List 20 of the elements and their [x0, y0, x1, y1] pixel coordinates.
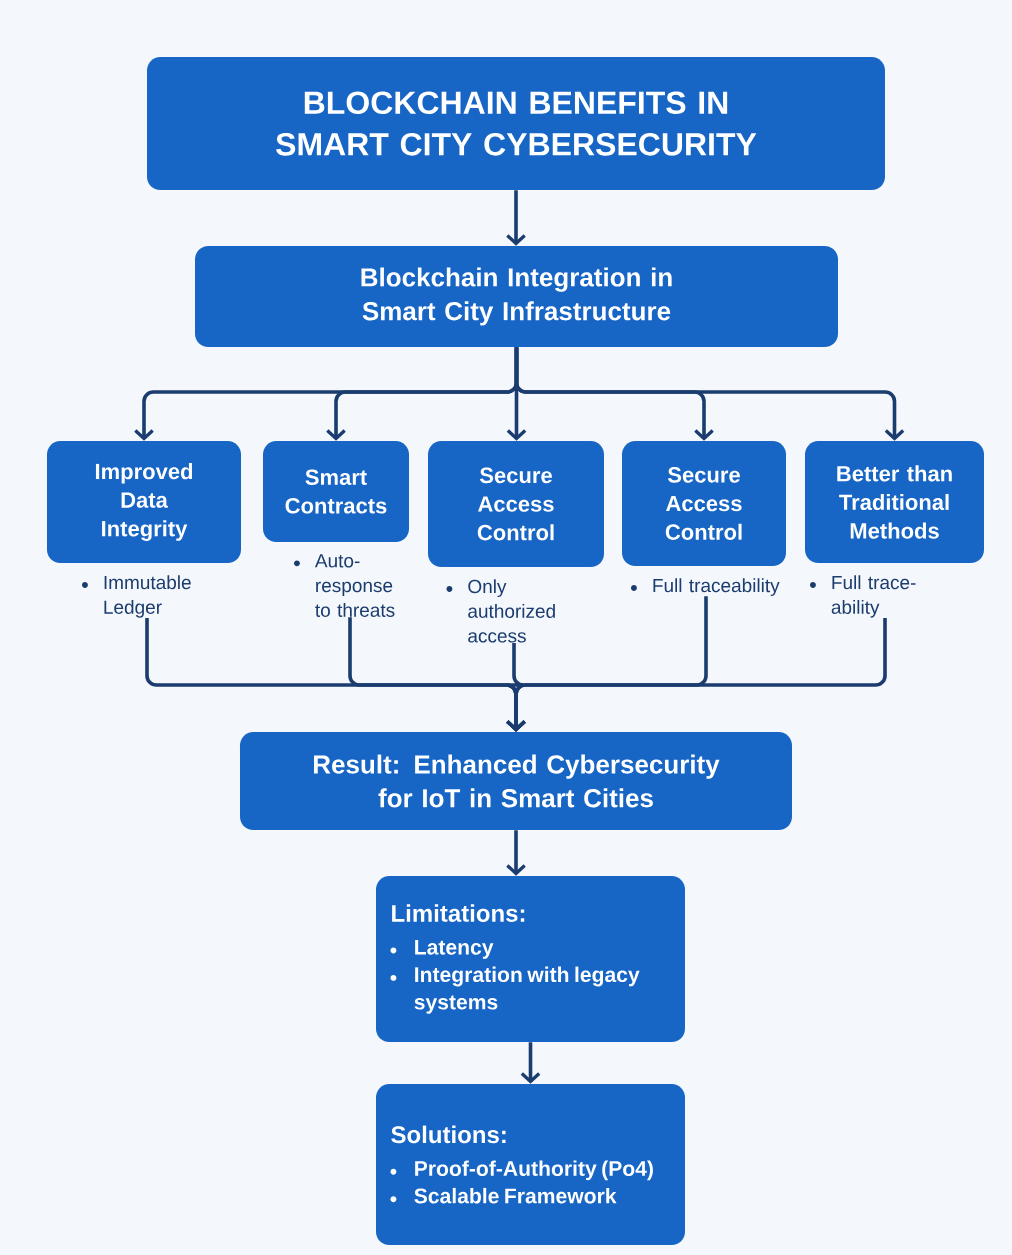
- arrow: [506, 190, 526, 246]
- process-box: Secure Access Control: [622, 441, 786, 566]
- arrow: [514, 347, 905, 441]
- bullet-note: Immutable Ledger: [82, 575, 191, 618]
- process-box: Better than Traditional Methods: [805, 441, 984, 563]
- bullet-note: Only authorized access: [446, 579, 555, 643]
- process-box: Improved Data Integrity: [47, 441, 241, 563]
- bullet-note: Auto-response to threats: [294, 554, 395, 617]
- arrow: [520, 1042, 541, 1084]
- process-box: Blockchain Integration in Smart City Infrastructure: [195, 246, 838, 347]
- process-box: Smart Contracts: [263, 441, 409, 542]
- result-box: Result: Enhanced Cybersecurity for IoT in Smart Cities: [240, 732, 792, 830]
- process-box: Secure Access Control: [428, 441, 604, 567]
- list-box: Limitations: Latency Integration with legacy systems: [376, 876, 685, 1042]
- bullet-note: Full trace-ability: [810, 575, 916, 618]
- title-box: BLOCKCHAIN BENEFITS IN SMART CITY CYBERSECURITY: [147, 57, 885, 190]
- bullet-note: Full traceability: [631, 578, 780, 596]
- list-box: Solutions: Proof-of-Authority (Po4) Scalable Framework: [376, 1084, 685, 1245]
- arrow: [506, 617, 887, 732]
- arrow: [506, 830, 526, 876]
